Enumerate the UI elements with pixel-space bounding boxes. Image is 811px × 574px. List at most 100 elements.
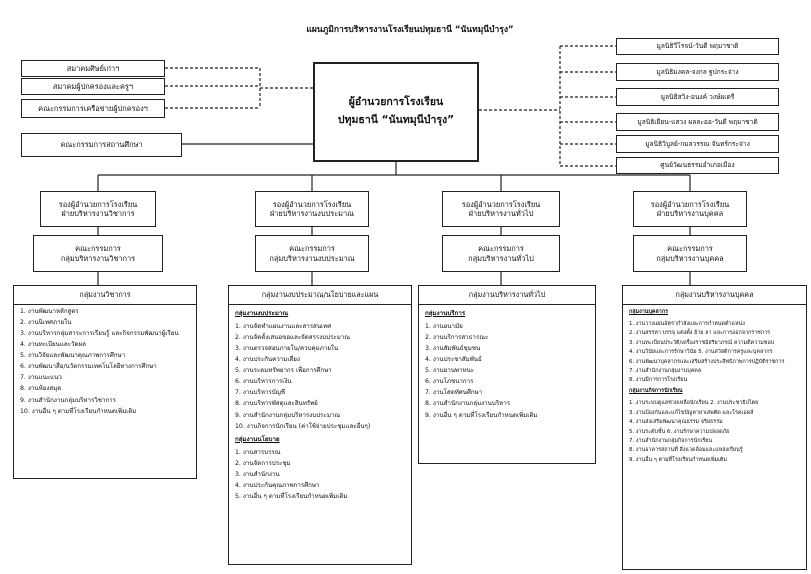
- list-item: 2. งานจัดการประชุม: [235, 459, 291, 467]
- personnel-group-list: กลุ่มงานบริหารงานบุคคลกลุ่มงานบุคลากร 1. …: [622, 285, 807, 570]
- list-item: 4. งานวินัยและการรักษาวินัย 5. งานสวัสดิ…: [629, 349, 773, 356]
- list-item: 5. งานยานพาหนะ: [425, 367, 475, 375]
- deputy-budget-box: รองผู้อำนวยการโรงเรียน ฝ่ายบริหารงานงบปร…: [255, 191, 369, 227]
- list-item: 8. งานบริหารพัสดุและสินทรัพย์: [235, 400, 318, 408]
- list-item: 7. งานโสตทัศนศึกษา: [425, 389, 483, 397]
- committee-personnel-box: คณะกรรมการ กลุ่มบริหารงานบุคคล: [633, 235, 747, 272]
- list-item: 4. งานประชาสัมพันธ์: [425, 356, 482, 364]
- deputy-title: รองผู้อำนวยการโรงเรียน: [650, 199, 730, 209]
- list-item: 6. งานบริหารการเงิน: [235, 378, 292, 386]
- deputy-title: รองผู้อำนวยการโรงเรียน: [272, 199, 352, 209]
- list-item: 2. งานนิเทศภายใน: [20, 319, 72, 327]
- list-item: 8. งานมีการการโรงเรียน: [629, 377, 688, 384]
- deputy-title: รองผู้อำนวยการโรงเรียน: [58, 199, 138, 209]
- general-group-list: กลุ่มงานบริหารงานทั่วไปกลุ่มงานบริการ 1. …: [418, 285, 596, 464]
- committee-title: คณะกรรมการ: [667, 244, 713, 254]
- deputy-division: ฝ่ายบริหารงานบุคคล: [656, 209, 724, 218]
- list-item: 9. งานอื่น ๆ ตามที่โรงเรียนกำหนดเพิ่มเติ…: [425, 411, 538, 419]
- task-list: 1. งานสารบรรณ 2. งานจัดการประชุม 3. งานสำน…: [229, 446, 411, 501]
- deputy-title: รองผู้อำนวยการโรงเรียน: [461, 199, 541, 209]
- list-item: 3. งานสัมพันธ์ชุมชน: [425, 345, 481, 353]
- parent-network-committee-box: คณะกรรมการเครือข่ายผู้ปกครองฯ: [21, 99, 165, 118]
- group-header: กลุ่มงานบริหารงานบุคคล: [623, 286, 806, 305]
- committee-title: คณะกรรมการ: [289, 244, 335, 254]
- list-item: 8. งานอาคารสถานที่ สิ่งแวดล้อมและแหล่งเร…: [629, 447, 743, 454]
- budget-group-list: กลุ่มงานงบประมาณ/นโยบายและแผนกลุ่มงานงบป…: [228, 285, 412, 565]
- committee-group: กลุ่มบริหารงานทั่วไป: [468, 253, 534, 263]
- list-item: 2. งานบริการสาธารณะ: [425, 334, 489, 342]
- list-item: 4. งานทะเบียนและวัดผล: [20, 341, 86, 349]
- list-item: 5. งานอื่น ๆ ตามที่โรงเรียนกำหนดเพิ่มเติ…: [235, 492, 348, 500]
- director-box: ผู้อำนวยการโรงเรียน ปทุมธานี “นันทมุนีบำ…: [313, 62, 479, 162]
- deputy-academic-box: รองผู้อำนวยการโรงเรียน ฝ่ายบริหารงานวิชา…: [40, 191, 156, 227]
- list-item: 5. งานระดับชั้น 6. งานรักษาความปลอดภัย: [629, 428, 730, 435]
- list-item: 1. งานระบบดูแลช่วยเหลือนักเรียน 2. งานปร…: [629, 400, 759, 407]
- culture-center-box: ศูนย์วัฒนธรรมอำเภอเมือง: [616, 157, 779, 174]
- list-item: 7. งานสำนักงานกลุ่มงานบุคคล: [629, 368, 702, 375]
- section-heading: กลุ่มงานนโยบาย: [235, 435, 280, 443]
- foundation-box-5: มูลนิธิวิบูลย์-กมลวรรณ จันทร์กระจ่าง: [616, 135, 779, 153]
- list-item: 5. งานวิจัยและพัฒนาคุณภาพการศึกษา: [20, 352, 126, 360]
- list-item: 1. งานสารบรรณ: [235, 448, 281, 456]
- list-item: 4. งานประกันความเสี่ยง: [235, 356, 300, 364]
- list-item: 1. งานวางแผนอัตรากำลังและการกำหนดตำแหน่ง: [629, 321, 745, 327]
- list-item: 9. งานสำนักงานกลุ่มบริหารงบประมาณ: [235, 411, 341, 419]
- committee-group: กลุ่มบริหารงานบุคคล: [656, 253, 724, 263]
- director-title: ผู้อำนวยการโรงเรียน: [348, 96, 444, 109]
- list-item: 6. งานพัฒนาสื่อ/นวัตกรรมเทคโนโลยีทางการศ…: [20, 363, 157, 371]
- chart-title: แผนภูมิการบริหารงานโรงเรียนปทุมธานี “นัน…: [306, 25, 514, 35]
- list-item: 3. งานป้องกันและแก้ไขปัญหายาเสพติด และโร…: [629, 409, 754, 416]
- section-heading: กลุ่มงานกิจการนักเรียน: [629, 388, 683, 395]
- section-heading: กลุ่มงานบุคลากร: [629, 309, 668, 315]
- deputy-division: ฝ่ายบริหารงานทั่วไป: [468, 209, 534, 218]
- parent-teacher-association-box: สมาคมผู้ปกครองและครูฯ: [21, 78, 165, 95]
- section-heading: กลุ่มงานบริการ: [425, 310, 466, 317]
- list-item: 2. งานสรรหา บรรจุ แต่งตั้ง ย้าย ลา และกา…: [629, 330, 771, 337]
- list-item: 7. งานแนะแนว: [20, 374, 62, 382]
- list-item: 10. งานอื่น ๆ ตามที่โรงเรียนกำหนดเพิ่มเต…: [20, 407, 137, 415]
- task-list: 1. งานวางแผนอัตรากำลังและการกำหนดตำแหน่ง…: [623, 318, 806, 384]
- list-item: 7. งานบริหารบัญชี: [235, 389, 286, 397]
- committee-group: กลุ่มบริหารงานงบประมาณ: [269, 253, 355, 263]
- group-header: กลุ่มงานงบประมาณ/นโยบายและแผน: [229, 286, 411, 305]
- school-board-box: คณะกรรมการสถานศึกษา: [21, 133, 182, 157]
- list-item: 3. งานสำนักงาน: [235, 470, 280, 478]
- list-item: 3. งานทะเบียนประวัติ/เครื่องราชอิสริยาภร…: [629, 339, 775, 346]
- group-header: กลุ่มงานวิชาการ: [14, 286, 196, 305]
- committee-academic-box: คณะกรรมการ กลุ่มบริหารงานวิชาการ: [33, 235, 163, 272]
- list-item: 4. งานประกันคุณภาพการศึกษา: [235, 481, 320, 489]
- alumni-association-box: สมาคมศิษย์เก่าฯ: [21, 60, 165, 77]
- group-header: กลุ่มงานบริหารงานทั่วไป: [419, 286, 595, 305]
- task-list: 1. งานอนามัย 2. งานบริการสาธารณะ 3. งานสัม…: [419, 320, 595, 420]
- list-item: 3. งานบริหารกลุ่มสาระการเรียนรู้ และกิจก…: [20, 330, 179, 338]
- list-item: 8. งานห้องสมุด: [20, 385, 62, 393]
- list-item: 2. งานจัดตั้งเสนอขอและจัดสรรงบประมาณ: [235, 334, 351, 342]
- deputy-division: ฝ่ายบริหารงานงบประมาณ: [269, 209, 355, 218]
- list-item: 3. งานตรวจสอบภายใน/ควบคุมภายใน: [235, 345, 339, 353]
- task-list: 1. งานจัดทำแผนงานและสารสนเทศ 2. งานจัดตั้…: [229, 320, 411, 431]
- foundation-box-2: มูลนิธิมงคล-จงกล ฐปกระจ่าง: [616, 63, 779, 81]
- list-item: 9. งานสำนักงานกลุ่มบริหารวิชาการ: [20, 396, 116, 404]
- deputy-personnel-box: รองผู้อำนวยการโรงเรียน ฝ่ายบริหารงานบุคค…: [633, 191, 747, 227]
- deputy-division: ฝ่ายบริหารงานวิชาการ: [61, 209, 135, 218]
- deputy-general-box: รองผู้อำนวยการโรงเรียน ฝ่ายบริหารงานทั่ว…: [442, 191, 560, 227]
- list-item: 6. งานโภชนาการ: [425, 378, 474, 386]
- committee-budget-box: คณะกรรมการ กลุ่มบริหารงานงบประมาณ: [255, 235, 369, 272]
- list-item: 1. งานจัดทำแผนงานและสารสนเทศ: [235, 323, 332, 330]
- foundation-box-3: มูลนิธิสวิง-อนงค์ วงษ์ผเดรี: [616, 88, 779, 106]
- list-item: 1. งานอนามัย: [425, 323, 463, 330]
- task-list: 1. งานระบบดูแลช่วยเหลือนักเรียน 2. งานปร…: [623, 397, 806, 463]
- list-item: 4. งานส่งเสริมพัฒนาคุณธรรม จริยธรรม: [629, 419, 723, 426]
- committee-general-box: คณะกรรมการ กลุ่มบริหารงานทั่วไป: [442, 235, 560, 272]
- section-heading: กลุ่มงานงบประมาณ: [235, 310, 289, 317]
- list-item: 8. งานสำนักงานกลุ่มงานบริหาร: [425, 400, 511, 408]
- committee-group: กลุ่มบริหารงานวิชาการ: [60, 253, 136, 263]
- list-item: 10. งานกิจการนักเรียน (ค่าใช้จ่ายประชุมแ…: [235, 422, 371, 430]
- list-item: 9. งานอื่น ๆ ตามที่โรงเรียนกำหนดเพิ่มเติ…: [629, 456, 727, 463]
- school-name: ปทุมธานี “นันทมุนีบำรุง”: [337, 114, 455, 126]
- list-item: 6. งานพัฒนาบุคลากรและเสริมสร้างประสิทธิภ…: [629, 358, 785, 365]
- foundation-box-4: มูลนิธิเยียน-แสวง ผลละออ-วันดี พฤมาชาติ: [616, 113, 779, 131]
- list-item: 5. งานระดมทรัพยากร เพื่อการศึกษา: [235, 367, 332, 375]
